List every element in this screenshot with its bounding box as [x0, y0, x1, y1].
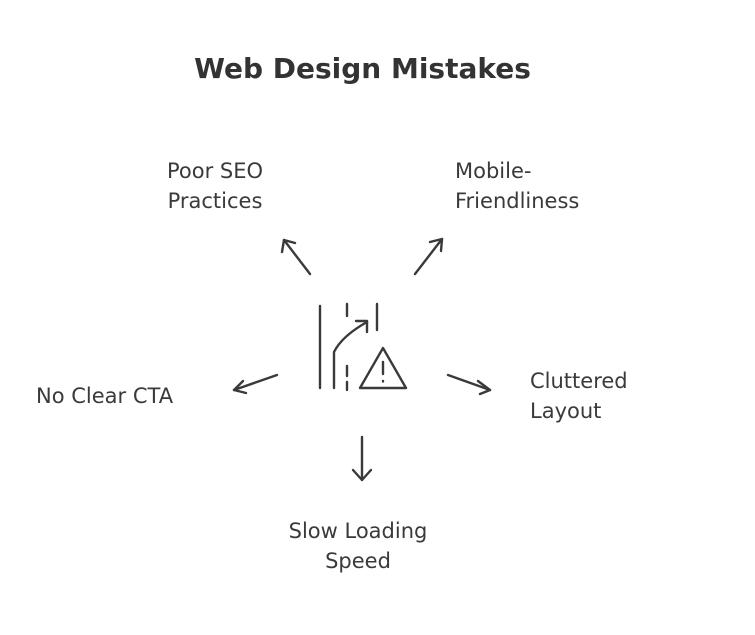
label-mobile-friendliness: Mobile- Friendliness	[455, 156, 579, 216]
label-line: Poor SEO	[166, 159, 264, 183]
label-line: No Clear CTA	[36, 384, 174, 408]
arrow-to-seo	[280, 238, 312, 276]
label-poor-seo-practices: Poor SEO Practices	[150, 156, 280, 216]
label-line: Friendliness	[455, 189, 580, 213]
arrow-to-speed	[351, 435, 373, 482]
label-line: Slow Loading	[288, 519, 428, 543]
road-warning-icon	[318, 302, 408, 392]
label-line: Practices	[167, 189, 263, 213]
diagram-title: Web Design Mistakes	[194, 52, 531, 85]
label-slow-loading-speed: Slow Loading Speed	[272, 516, 444, 576]
label-line: Speed	[325, 549, 391, 573]
label-line: Cluttered	[530, 369, 628, 393]
label-cluttered-layout: Cluttered Layout	[530, 366, 628, 426]
road-turn-arrowhead	[354, 319, 369, 334]
road-turn-arrow	[332, 320, 369, 390]
arrow-to-cta	[232, 373, 279, 395]
arrow-to-mobile	[413, 237, 444, 276]
label-line: Layout	[530, 399, 602, 423]
arrow-to-cluttered	[446, 373, 492, 396]
warning-triangle	[358, 346, 408, 390]
label-no-clear-cta: No Clear CTA	[36, 381, 173, 411]
label-line: Mobile-	[455, 159, 532, 183]
